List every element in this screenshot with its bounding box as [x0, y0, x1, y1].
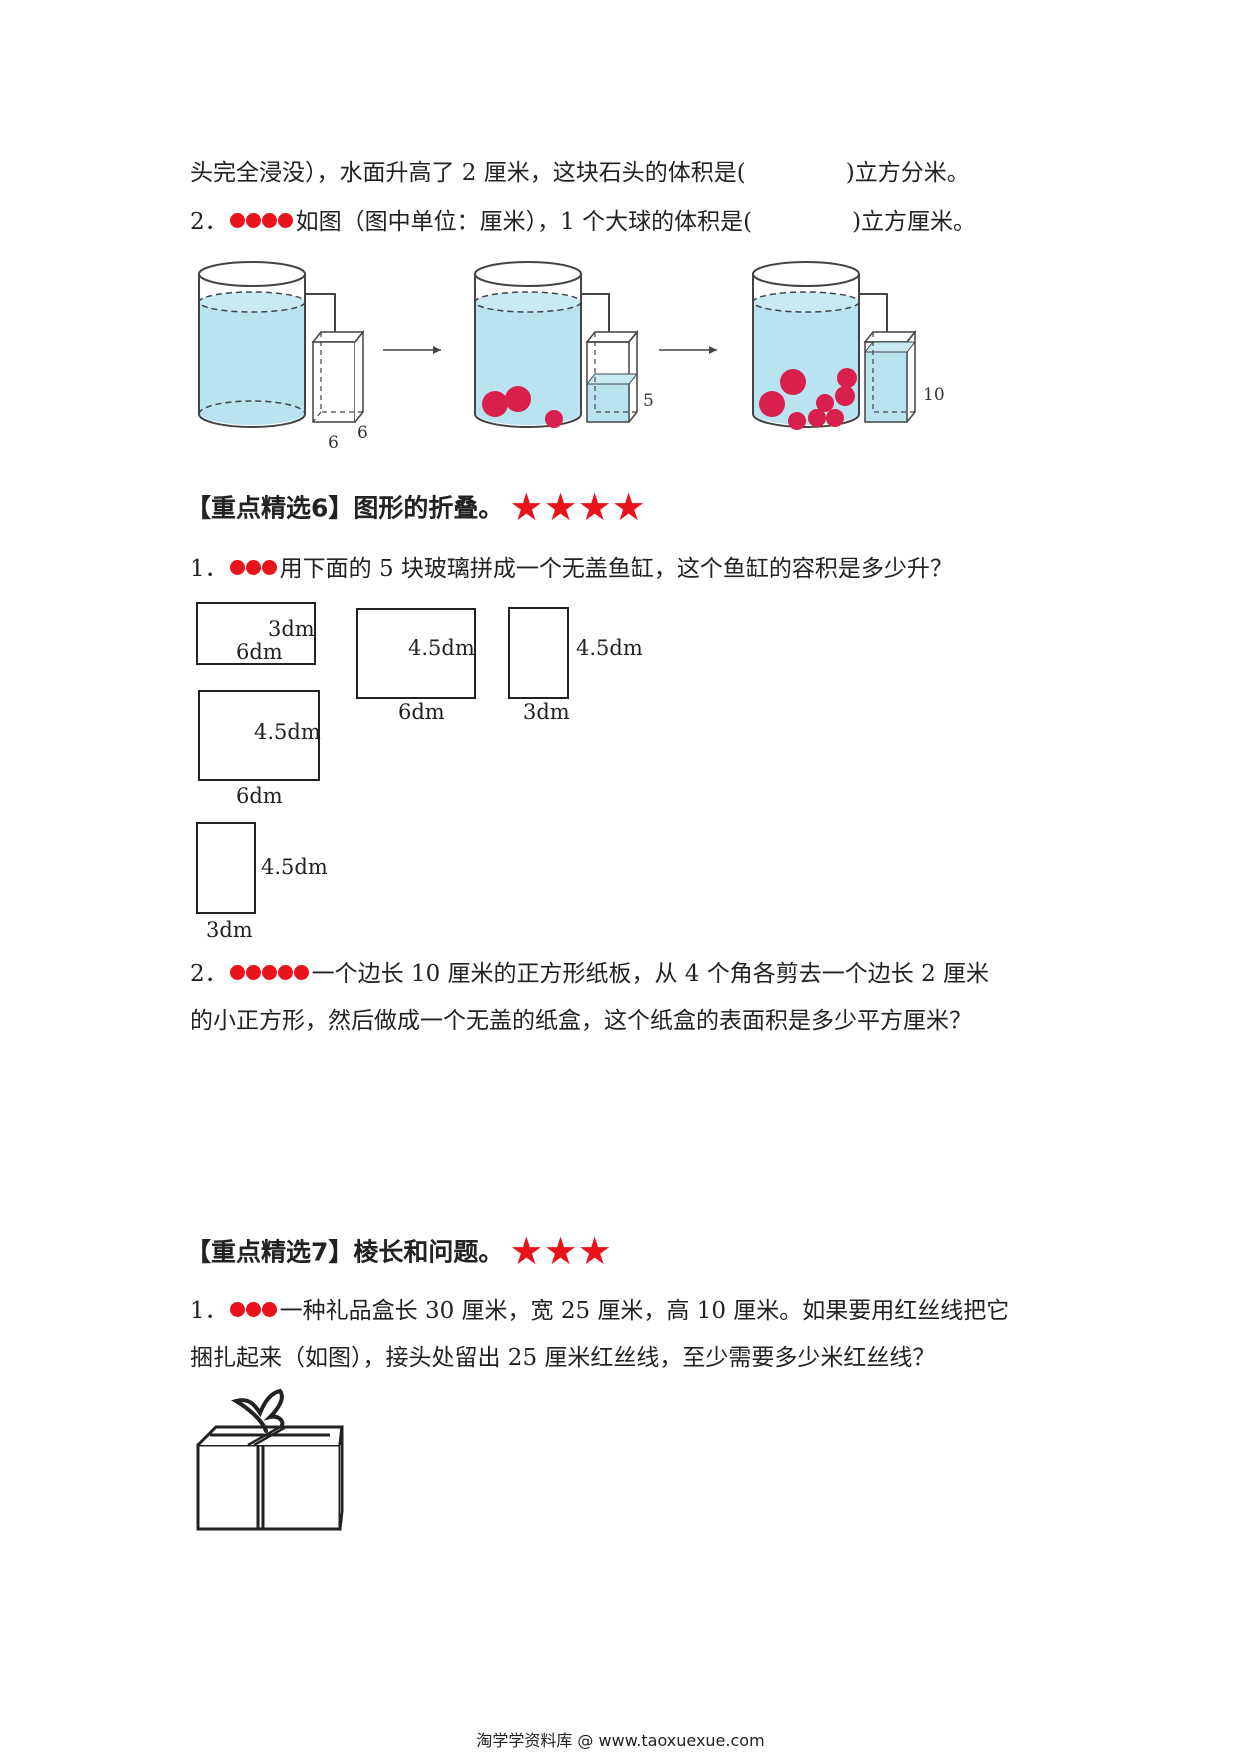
question-number: 1． — [190, 1298, 228, 1324]
dot-icon — [261, 213, 277, 228]
arrow-head-icon — [433, 346, 441, 354]
ball-icon — [816, 394, 834, 412]
glass-panel-5 — [196, 822, 256, 914]
ball-icon — [808, 409, 826, 427]
panel-3-height-label: 4.5dm — [576, 636, 643, 660]
section-6-heading: 【重点精选6】图形的折叠。★★★★ — [186, 485, 646, 529]
panel-1-height-label: 3dm — [268, 617, 315, 641]
dot-icon — [261, 965, 277, 980]
star-icon: ★ — [543, 485, 578, 529]
star-icon: ★ — [543, 1229, 578, 1273]
dot-icon — [277, 213, 293, 228]
dim-label-10: 10 — [923, 385, 945, 405]
dot-icon — [245, 965, 261, 980]
container-3: 10 — [752, 261, 945, 430]
arrow-head-icon — [709, 346, 717, 354]
panel-4-height-label: 4.5dm — [254, 720, 321, 744]
dot-icon — [245, 213, 261, 228]
difficulty-stars: ★★★★ — [509, 488, 645, 529]
container-2: 5 — [474, 261, 654, 428]
dot-icon — [261, 560, 277, 575]
panel-3-width-label: 3dm — [523, 700, 570, 724]
section-6-question-2-line-1: 2．一个边长 10 厘米的正方形纸板，从 4 个角各剪去一个边长 2 厘米 — [190, 958, 989, 992]
difficulty-stars: ★★★ — [509, 1232, 611, 1273]
section-7-heading: 【重点精选7】棱长和问题。★★★ — [186, 1229, 612, 1273]
panel-4-width-label: 6dm — [236, 784, 283, 808]
glass-panel-3 — [508, 607, 569, 699]
dot-icon — [277, 965, 293, 980]
dim-label-6b: 6 — [357, 423, 368, 443]
question-number: 2． — [190, 209, 228, 235]
dot-icon — [293, 965, 309, 980]
dot-icon — [229, 965, 245, 980]
star-icon: ★ — [611, 485, 646, 529]
dot-icon — [245, 560, 261, 575]
ball-icon — [505, 386, 531, 412]
panel-5-width-label: 3dm — [206, 918, 253, 942]
star-icon: ★ — [509, 1229, 544, 1273]
dot-icon — [229, 1302, 245, 1317]
footer-watermark: 淘学学资料库 @ www.taoxuexue.com — [476, 1731, 765, 1750]
dot-icon — [229, 213, 245, 228]
dot-icon — [261, 1302, 277, 1317]
difficulty-dots — [229, 553, 278, 583]
ball-icon — [835, 386, 855, 406]
section-6-question-2-line-2: 的小正方形，然后做成一个无盖的纸盒，这个纸盒的表面积是多少平方厘米？ — [190, 1008, 972, 1034]
section-6-question-1: 1．用下面的 5 块玻璃拼成一个无盖鱼缸，这个鱼缸的容积是多少升？ — [190, 553, 953, 587]
ribbon-bow-icon — [231, 1388, 285, 1433]
question-number: 2． — [190, 961, 228, 987]
section-7-question-1-line-2: 捆扎起来（如图），接头处留出 25 厘米红丝线，至少需要多少米红丝线？ — [190, 1345, 936, 1371]
ball-icon — [826, 409, 844, 427]
difficulty-dots — [229, 206, 294, 236]
dot-icon — [245, 1302, 261, 1317]
panel-1-width-label: 6dm — [236, 640, 283, 664]
ball-icon — [482, 391, 508, 417]
difficulty-dots — [229, 1295, 278, 1325]
glass-panel-4 — [198, 690, 320, 781]
ball-icon — [759, 391, 785, 417]
section-7-question-1-line-1: 1．一种礼品盒长 30 厘米，宽 25 厘米，高 10 厘米。如果要用红丝线把它 — [190, 1295, 1009, 1329]
question-continuation-line: 头完全浸没），水面升高了 2 厘米，这块石头的体积是()立方分米。 — [190, 160, 970, 186]
difficulty-dots — [229, 958, 310, 988]
container-balls-figure: 6 6 5 — [198, 261, 945, 453]
ball-icon — [780, 369, 806, 395]
star-icon: ★ — [509, 485, 544, 529]
ball-icon — [788, 412, 806, 430]
glass-panel-1 — [196, 602, 316, 665]
dot-icon — [229, 560, 245, 575]
star-icon: ★ — [577, 485, 612, 529]
glass-panel-2 — [356, 608, 476, 699]
question-2: 2．如图（图中单位：厘米），1 个大球的体积是()立方厘米。 — [190, 206, 976, 240]
panel-2-width-label: 6dm — [398, 700, 445, 724]
container-1: 6 6 — [198, 261, 368, 453]
dim-label-5: 5 — [643, 391, 654, 411]
ball-icon — [837, 368, 857, 388]
question-number: 1． — [190, 556, 228, 582]
panel-5-height-label: 4.5dm — [261, 855, 328, 879]
panel-2-height-label: 4.5dm — [408, 636, 475, 660]
dim-label-6a: 6 — [328, 433, 339, 453]
star-icon: ★ — [577, 1229, 612, 1273]
gift-box-figure — [196, 1388, 344, 1531]
ball-icon — [545, 410, 563, 428]
